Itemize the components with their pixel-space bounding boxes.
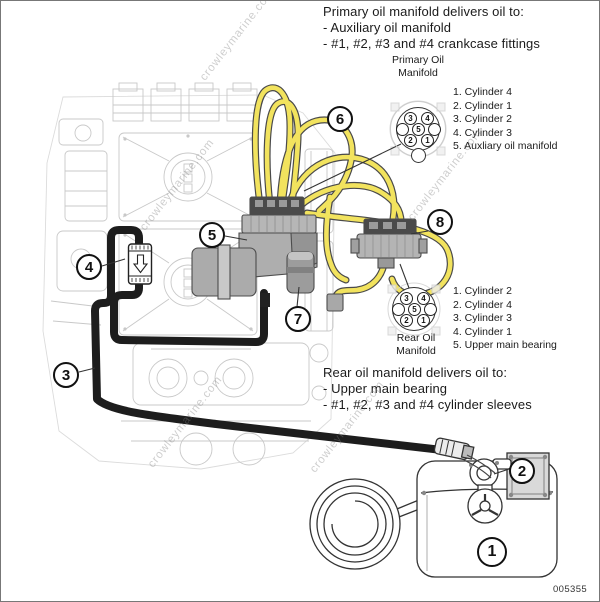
legend-item: 3. Cylinder 3: [453, 312, 512, 324]
manifold-pin: 2: [400, 314, 413, 327]
legend-item: 2. Cylinder 1: [453, 99, 512, 112]
callout-5-oil-pump: 5: [199, 222, 225, 248]
legend-item: 1. Cylinder 4: [453, 86, 512, 98]
rear-manifold-note: Rear oil manifold delivers oil to: - Upp…: [323, 365, 595, 413]
callout-3-supply-hose: 3: [53, 362, 79, 388]
tank-supply-hose: [91, 226, 446, 454]
legend-item: 5. Upper main bearing: [453, 339, 557, 351]
oil-filter: [127, 243, 153, 285]
primary-manifold-label: Primary Oil Manifold: [392, 54, 444, 79]
primary-note-item: - #1, #2, #3 and #4 crankcase fittings: [323, 36, 540, 51]
manifold-pin: 1: [421, 134, 434, 147]
rear-manifold-legend: 1. Cylinder 2 2. Cylinder 4 3. Cylinder …: [453, 285, 557, 353]
manifold-pin: [424, 303, 437, 316]
manifold-pin: [396, 123, 409, 136]
callout-2-tank-bracket: 2: [509, 458, 535, 484]
manifold-pin: [392, 303, 405, 316]
manifold-pin: 2: [404, 134, 417, 147]
oil-pump-assembly: [191, 196, 318, 307]
callout-8-rear-manifold: 8: [427, 209, 453, 235]
callout-6-oil-hoses: 6: [327, 106, 353, 132]
manifold-pin: 3: [404, 112, 417, 125]
callout-1-oil-tank: 1: [477, 537, 507, 567]
primary-note-item: - Auxiliary oil manifold: [323, 20, 452, 35]
manifold-pin: 5: [412, 123, 425, 136]
oil-tank-group: [309, 437, 558, 578]
rear-manifold-label: Rear Oil Manifold: [396, 332, 436, 357]
rear-manifold-connector: [326, 218, 428, 312]
legend-item: 4. Cylinder 1: [453, 325, 512, 338]
supply-hose-fitting: [433, 437, 475, 461]
rear-manifold-diagram: 3 4 5 2 1: [392, 287, 437, 331]
primary-manifold-note: Primary oil manifold delivers oil to: - …: [323, 4, 595, 52]
manifold-pin: 4: [417, 292, 430, 305]
flow-direction-arrow-icon: [132, 254, 149, 274]
tank-cap: [467, 484, 503, 524]
manifold-pin: 1: [417, 314, 430, 327]
callout-leader-lines: [78, 143, 510, 475]
manifold-index-tab: [411, 148, 426, 163]
primary-manifold-legend: 1. Cylinder 4 2. Cylinder 1 3. Cylinder …: [453, 86, 557, 154]
manifold-pin: 4: [421, 112, 434, 125]
manifold-pin: [428, 123, 441, 136]
part-code: 005355: [553, 584, 588, 595]
primary-diagram-leader: [303, 143, 402, 192]
callout-4-oil-filter: 4: [76, 254, 102, 280]
primary-note-title: Primary oil manifold delivers oil to:: [323, 4, 524, 19]
legend-item: 4. Cylinder 3: [453, 126, 512, 139]
primary-manifold-diagram: 3 4 5 2 1: [396, 107, 441, 163]
legend-item: 5. Auxliary oil manifold: [453, 140, 558, 152]
rear-diagram-leader: [399, 263, 410, 289]
callout-7-pump-outlet: 7: [285, 306, 311, 332]
rear-note-title: Rear oil manifold delivers oil to:: [323, 365, 508, 380]
legend-item: 3. Cylinder 2: [453, 113, 512, 125]
legend-item: 2. Cylinder 4: [453, 298, 512, 311]
rear-note-item: - Upper main bearing: [323, 381, 448, 396]
rear-note-item: - #1, #2, #3 and #4 cylinder sleeves: [323, 397, 532, 412]
manifold-pin: 3: [400, 292, 413, 305]
hose-end-fitting: [326, 293, 344, 312]
manifold-pin: 5: [408, 303, 421, 316]
legend-item: 1. Cylinder 2: [453, 285, 512, 297]
filter-to-pump-hose: [110, 276, 268, 346]
